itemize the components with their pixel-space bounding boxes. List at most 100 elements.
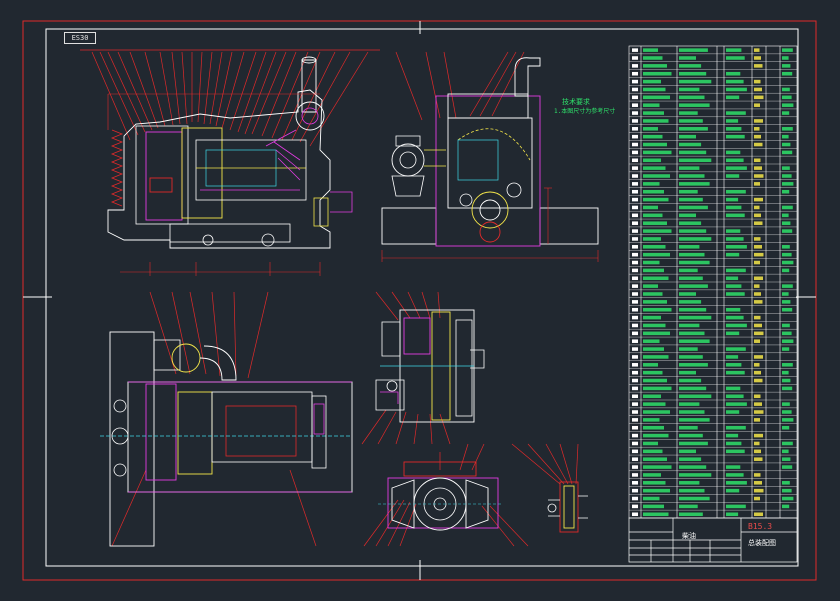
table-row-index — [632, 441, 638, 446]
table-cell-text — [754, 339, 760, 343]
table-cell-text — [679, 87, 700, 92]
table-cell-text — [754, 496, 760, 501]
table-cell-text — [679, 410, 705, 414]
table-cell-text — [726, 315, 744, 320]
table-cell-text — [782, 189, 790, 194]
table-cell-text — [726, 237, 744, 241]
table-cell-text — [754, 418, 760, 422]
table-cell-text — [643, 386, 672, 391]
table-row-index — [632, 197, 638, 202]
table-cell-text — [643, 488, 670, 493]
table-row-index — [632, 292, 638, 296]
table-cell-text — [679, 339, 710, 343]
table-row-index — [632, 323, 638, 328]
table-cell-text — [782, 504, 790, 509]
table-cell-text — [726, 323, 747, 328]
table-cell-text — [679, 252, 705, 257]
table-cell-text — [754, 142, 763, 147]
table-row-index — [632, 370, 638, 375]
table-cell-text — [643, 260, 660, 265]
table-cell-text — [782, 378, 791, 383]
table-cell-text — [643, 213, 663, 218]
table-cell-text — [679, 284, 708, 288]
table-row-index — [632, 221, 638, 225]
table-cell-text — [643, 197, 669, 202]
table-row-index — [632, 488, 638, 493]
technical-note-text: 1.本图尺寸为参考尺寸 — [554, 108, 616, 115]
table-cell-text — [726, 425, 746, 430]
table-row-index — [632, 331, 638, 336]
table-cell-text — [679, 221, 702, 225]
table-cell-text — [726, 87, 747, 92]
table-cell-text — [726, 56, 745, 60]
table-cell-text — [726, 174, 740, 178]
table-cell-text — [643, 441, 658, 446]
table-cell-text — [726, 433, 739, 438]
drawing-stamp: ES30 — [64, 32, 96, 44]
table-cell-text — [679, 189, 698, 194]
table-row-index — [632, 127, 638, 131]
table-cell-text — [782, 95, 792, 100]
table-cell-text — [726, 252, 740, 257]
table-cell-text — [679, 56, 696, 60]
table-row-index — [632, 71, 638, 76]
table-cell-text — [754, 134, 761, 139]
table-row-index — [632, 449, 638, 454]
table-cell-text — [643, 111, 664, 115]
table-cell-text — [754, 292, 761, 296]
table-cell-text — [643, 363, 658, 367]
table-row-index — [632, 284, 638, 288]
table-cell-text — [643, 150, 672, 155]
table-cell-text — [679, 79, 712, 84]
table-cell-text — [782, 221, 791, 225]
table-cell-text — [643, 95, 670, 100]
table-cell-text — [643, 284, 658, 288]
table-cell-text — [643, 481, 666, 485]
table-row-index — [632, 276, 638, 281]
table-row-index — [632, 481, 638, 485]
table-cell-text — [643, 87, 666, 92]
table-cell-text — [726, 189, 746, 194]
table-cell-text — [754, 119, 763, 123]
title-block — [628, 517, 798, 563]
table-row-index — [632, 307, 638, 312]
table-cell-text — [679, 300, 702, 304]
table-row-index — [632, 103, 638, 107]
table-cell-text — [782, 245, 790, 249]
table-cell-text — [643, 134, 663, 139]
table-cell-text — [679, 119, 703, 123]
table-cell-text — [679, 134, 696, 139]
table-cell-text — [643, 465, 672, 469]
table-cell-text — [726, 79, 744, 84]
title-block-code: B15.3 — [748, 522, 773, 531]
table-cell-text — [679, 378, 702, 383]
table-row-index — [632, 300, 638, 304]
table-cell-text — [643, 355, 669, 359]
table-cell-text — [679, 103, 710, 107]
table-cell-text — [679, 441, 708, 446]
table-cell-text — [754, 300, 763, 304]
table-cell-text — [643, 252, 670, 257]
table-cell-text — [782, 425, 790, 430]
table-cell-text — [754, 158, 761, 163]
table-cell-text — [679, 504, 698, 509]
table-row-index — [632, 64, 638, 68]
table-cell-text — [643, 174, 670, 178]
table-cell-text — [643, 48, 658, 52]
table-cell-text — [679, 95, 705, 100]
table-cell-text — [754, 103, 760, 107]
table-row-index — [632, 418, 638, 422]
table-cell-text — [726, 347, 746, 351]
table-row-index — [632, 237, 638, 241]
table-cell-text — [782, 488, 792, 493]
table-cell-text — [679, 418, 710, 422]
table-cell-text — [679, 166, 700, 170]
table-cell-text — [782, 252, 792, 257]
table-cell-text — [679, 292, 696, 296]
table-cell-text — [754, 481, 762, 485]
table-row-index — [632, 245, 638, 249]
table-cell-text — [726, 276, 739, 281]
table-row-index — [632, 189, 638, 194]
table-cell-text — [726, 512, 739, 517]
table-row-index — [632, 95, 638, 100]
